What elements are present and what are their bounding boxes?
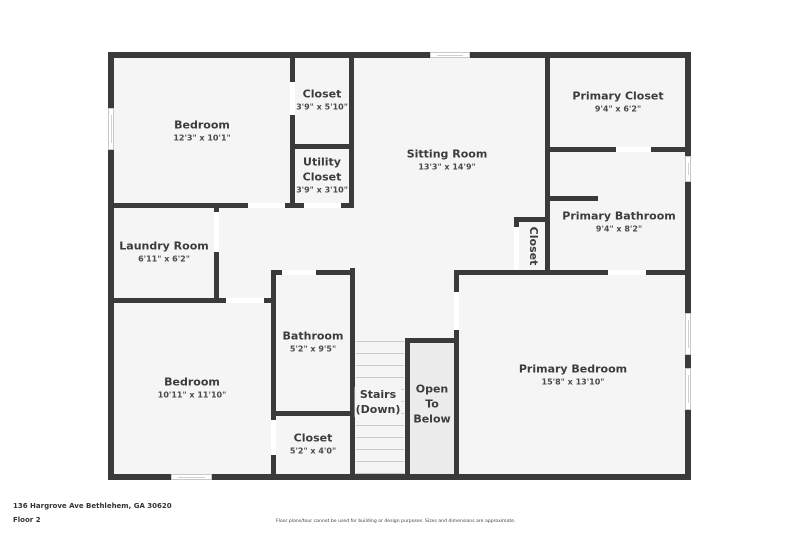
room-bathroom: Bathroom 5'2" x 9'5" — [283, 330, 344, 355]
room-open-to-below: Open To Below — [413, 382, 450, 427]
room-name: Closet — [302, 87, 342, 101]
wall — [514, 217, 548, 222]
room-name-line: To — [425, 397, 439, 411]
stair-tread — [356, 353, 404, 354]
room-name: Sitting Room — [406, 147, 488, 161]
wall — [550, 196, 598, 201]
wall — [405, 338, 410, 476]
stair-tread — [356, 365, 404, 366]
doorway — [290, 82, 295, 115]
room-name-line: Stairs — [359, 388, 397, 401]
window — [685, 156, 691, 182]
wall — [454, 270, 459, 476]
room-dimensions: 5'2" x 9'5" — [289, 344, 337, 354]
room-name: Closet — [527, 226, 540, 266]
open-to-below-area — [409, 342, 454, 476]
wall — [214, 208, 219, 303]
wall — [271, 270, 276, 476]
doorway — [248, 203, 285, 208]
window — [685, 368, 691, 410]
wall — [405, 338, 459, 343]
room-primary-closet: Primary Closet 9'4" x 6'2" — [572, 90, 663, 115]
room-stairs-down: Stairs (Down) — [354, 387, 402, 417]
room-dimensions: 6'11" x 6'2" — [138, 254, 190, 264]
address: 136 Hargrove Ave Bethlehem, GA 30620 — [13, 502, 172, 510]
doorway — [214, 212, 219, 252]
wall — [290, 55, 295, 207]
window — [685, 313, 691, 355]
floor-label: Floor 2 — [13, 516, 41, 524]
wall — [271, 411, 355, 416]
room-bedroom-2: Bedroom 10'11" x 11'10" — [158, 376, 227, 401]
room-name-line: Closet — [302, 170, 342, 184]
wall — [350, 268, 355, 476]
stair-tread — [356, 461, 404, 462]
room-name-line: Open — [415, 382, 449, 396]
window — [171, 474, 212, 480]
wall — [290, 144, 354, 149]
stair-tread — [356, 341, 404, 342]
room-name: Closet — [293, 431, 333, 445]
room-primary-bedroom: Primary Bedroom 15'8" x 13'10" — [519, 363, 627, 388]
doorway — [226, 298, 264, 303]
stair-tread — [356, 473, 404, 474]
room-dimensions: 10'11" x 11'10" — [157, 390, 227, 400]
room-utility-closet: Utility Closet 3'9" x 3'10" — [296, 155, 348, 196]
doorway — [454, 292, 459, 330]
room-dimensions: 3'9" x 5'10" — [296, 102, 348, 112]
wall — [514, 217, 519, 227]
wall — [110, 203, 354, 208]
room-dimensions: 13'3" x 14'9" — [418, 162, 476, 172]
room-name-line: Below — [413, 412, 451, 426]
room-dimensions: 9'4" x 8'2" — [595, 224, 643, 234]
exterior-wall-right — [685, 52, 691, 480]
doorway — [304, 203, 341, 208]
room-dimensions: 12'3" x 10'1" — [173, 133, 231, 143]
stair-tread — [356, 449, 404, 450]
room-name: Primary Closet — [572, 89, 664, 103]
doorway — [271, 420, 276, 455]
room-name: Primary Bathroom — [562, 209, 676, 223]
room-dimensions: 5'2" x 4'0" — [289, 446, 337, 456]
room-primary-bathroom: Primary Bathroom 9'4" x 8'2" — [562, 210, 675, 235]
stair-tread — [356, 425, 404, 426]
stair-tread — [356, 377, 404, 378]
room-closet-3: Closet 5'2" x 4'0" — [290, 432, 336, 457]
exterior-wall-top — [108, 52, 691, 58]
window — [430, 52, 470, 58]
stair-tread — [356, 437, 404, 438]
exterior-wall-left — [108, 52, 114, 480]
room-laundry-room: Laundry Room 6'11" x 6'2" — [119, 240, 208, 265]
room-dimensions: 3'9" x 3'10" — [296, 185, 348, 195]
doorway — [282, 270, 316, 275]
room-name: Bathroom — [282, 329, 344, 343]
window — [108, 108, 114, 150]
room-name: Bedroom — [174, 118, 230, 132]
wall — [349, 55, 354, 207]
room-name-line: Utility — [303, 155, 341, 169]
exterior-wall-bottom — [108, 474, 691, 480]
room-dimensions: 15'8" x 13'10" — [541, 377, 605, 387]
room-closet-2: Closet — [526, 227, 540, 266]
doorway — [616, 147, 651, 152]
room-sitting-room: Sitting Room 13'3" x 14'9" — [407, 148, 488, 173]
doorway — [608, 270, 646, 275]
room-dimensions: 9'4" x 6'2" — [594, 104, 642, 114]
room-name-line: (Down) — [355, 403, 401, 416]
room-bedroom-1: Bedroom 12'3" x 10'1" — [173, 119, 230, 144]
room-name: Laundry Room — [119, 239, 209, 253]
room-name: Bedroom — [164, 375, 220, 389]
disclaimer: Floor plans/tour cannot be used for buil… — [276, 519, 516, 524]
doorway — [514, 227, 519, 270]
room-closet-1: Closet 3'9" x 5'10" — [296, 88, 348, 113]
room-name: Primary Bedroom — [518, 362, 628, 376]
wall — [110, 298, 275, 303]
wall — [454, 270, 688, 275]
wall — [545, 55, 550, 273]
